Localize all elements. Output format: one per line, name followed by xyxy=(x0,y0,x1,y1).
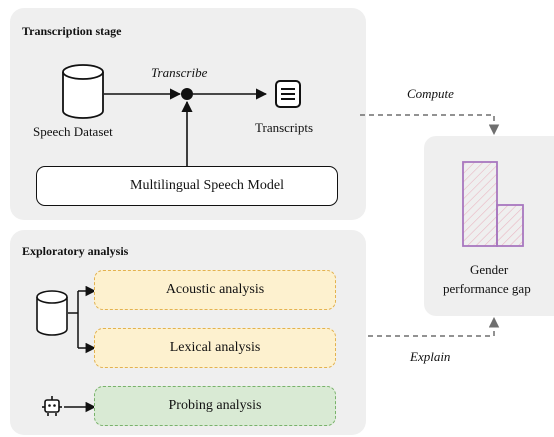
probing-analysis-label: Probing analysis xyxy=(168,398,262,413)
junction-dot xyxy=(181,88,193,100)
compute-label: Compute xyxy=(407,86,454,101)
database-icon xyxy=(62,64,104,119)
model-label: Multilingual Speech Model xyxy=(130,178,284,193)
speech-dataset-label: Speech Dataset xyxy=(33,124,113,139)
document-lines-icon xyxy=(275,80,301,108)
robot-icon xyxy=(42,396,62,416)
lexical-analysis-label: Lexical analysis xyxy=(169,340,261,355)
transcription-stage-title: Transcription stage xyxy=(22,24,122,38)
transcripts-label: Transcripts xyxy=(255,120,314,135)
multilingual-speech-model-box: Multilingual Speech Model xyxy=(36,166,338,206)
bar-chart-icon xyxy=(462,161,524,247)
compute-arrow xyxy=(360,114,500,136)
exploratory-analysis-title: Exploratory analysis xyxy=(22,244,129,258)
gender-label: Gender xyxy=(470,262,509,277)
database-icon xyxy=(36,290,68,336)
lexical-analysis-box: Lexical analysis xyxy=(94,328,336,368)
transcribe-label: Transcribe xyxy=(151,65,208,80)
performance-gap-label: performance gap xyxy=(443,281,531,296)
explain-label: Explain xyxy=(410,349,451,364)
acoustic-analysis-label: Acoustic analysis xyxy=(165,282,265,297)
acoustic-analysis-box: Acoustic analysis xyxy=(94,270,336,310)
probing-analysis-box: Probing analysis xyxy=(94,386,336,426)
explain-arrow xyxy=(368,316,500,337)
